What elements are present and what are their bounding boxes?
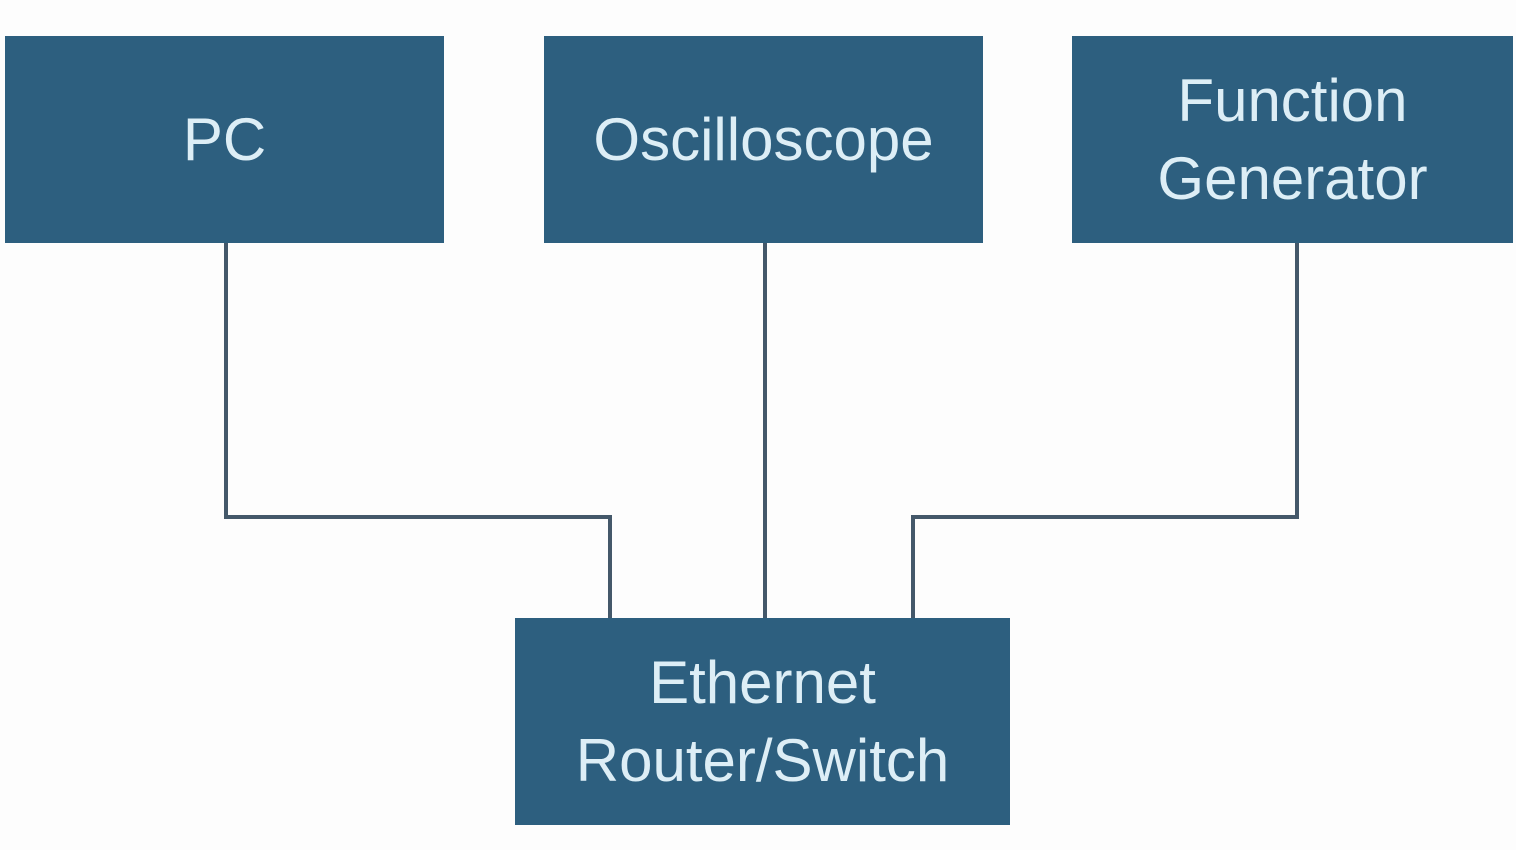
node-function-generator-label: Function Generator <box>1072 62 1513 218</box>
edge-pc-to-router <box>224 243 612 620</box>
node-ethernet-router-switch-label-line1: Ethernet <box>649 648 876 716</box>
node-pc: PC <box>5 36 444 243</box>
node-pc-label-line: PC <box>182 105 267 173</box>
node-ethernet-router-switch-label-line2: Router/Switch <box>575 726 950 794</box>
node-function-generator: Function Generator <box>1072 36 1513 243</box>
node-ethernet-router-switch: Ethernet Router/Switch <box>515 618 1010 825</box>
node-oscilloscope: Oscilloscope <box>544 36 983 243</box>
node-ethernet-router-switch-label: Ethernet Router/Switch <box>515 644 1010 800</box>
node-function-generator-label-line2: Generator <box>1157 144 1428 212</box>
node-oscilloscope-label-line: Oscilloscope <box>593 105 934 173</box>
node-oscilloscope-label: Oscilloscope <box>544 101 983 179</box>
node-pc-label: PC <box>5 101 444 179</box>
edge-function-generator-to-router <box>911 243 1299 620</box>
node-function-generator-label-line1: Function <box>1177 66 1408 134</box>
